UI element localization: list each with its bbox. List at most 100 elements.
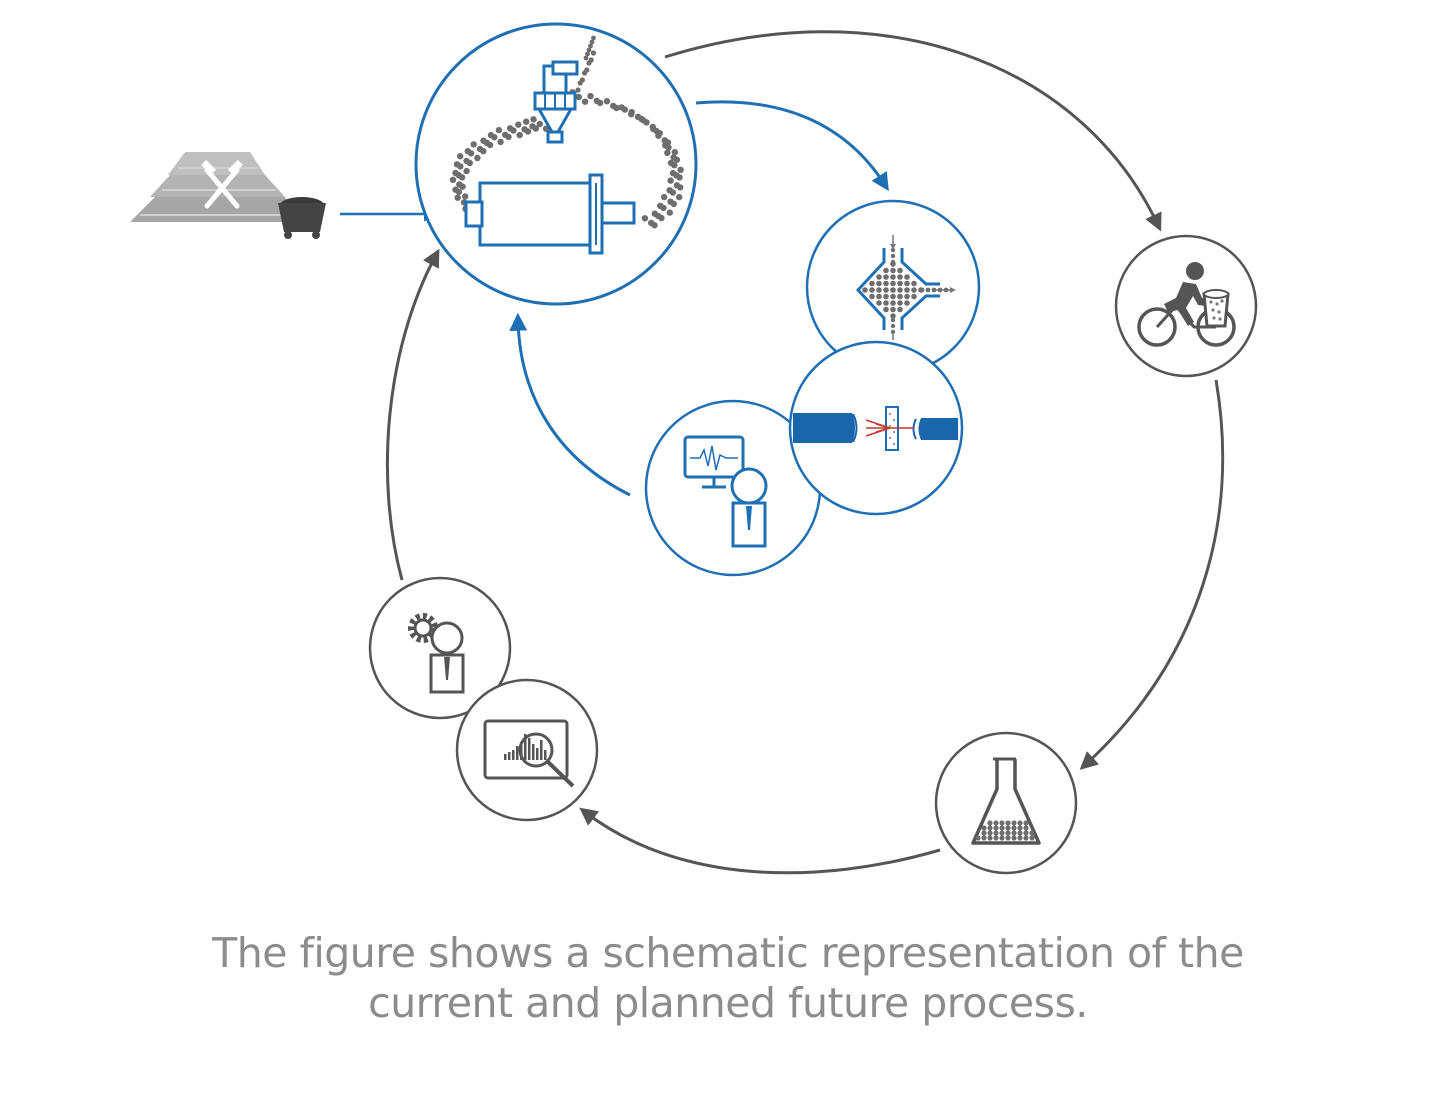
- particle-dot: [676, 174, 683, 181]
- particle-dot: [530, 116, 537, 123]
- particle-dot: [457, 153, 464, 160]
- particle-dot: [897, 306, 903, 313]
- particle-dot: [665, 144, 672, 151]
- particle-dot: [588, 43, 593, 49]
- particle-dot: [1023, 830, 1029, 836]
- particle-dot: [1017, 835, 1023, 841]
- particle-dot: [890, 317, 896, 323]
- particle-dot: [890, 267, 896, 274]
- particle-dot: [603, 98, 611, 105]
- particle-dot: [897, 267, 903, 274]
- engineer-gear-icon: [408, 613, 465, 694]
- particle-dot: [987, 820, 993, 826]
- particle-dot: [664, 149, 671, 157]
- caption-line-1: The figure shows a schematic representat…: [212, 929, 1244, 977]
- particle-dot: [575, 93, 582, 101]
- particle-dot: [999, 825, 1005, 831]
- particle-dot: [869, 293, 875, 300]
- particle-dot: [455, 188, 463, 196]
- particle-dot: [999, 820, 1005, 826]
- particle-dot: [575, 87, 581, 93]
- particle-dot: [673, 156, 681, 163]
- particle-dot: [987, 835, 993, 841]
- particle-dot: [670, 200, 677, 208]
- particle-dot: [925, 287, 931, 293]
- particle-dot: [890, 323, 896, 329]
- particle-dot: [897, 280, 903, 287]
- particle-dot: [890, 306, 896, 313]
- histogram-bar: [540, 740, 543, 760]
- histogram-bar: [524, 734, 527, 760]
- particle-dot: [975, 835, 981, 841]
- particle-dot: [660, 204, 667, 212]
- particle-dot: [491, 134, 498, 141]
- particle-dot: [505, 133, 512, 141]
- particle-dot: [890, 293, 896, 300]
- particle-dot: [981, 830, 987, 836]
- particle-dot: [1011, 825, 1017, 831]
- particle-dot: [457, 163, 464, 170]
- particle-separator-icon: [855, 235, 956, 340]
- particle-dot: [993, 820, 999, 826]
- particle-dot: [897, 293, 903, 300]
- arrow-transport-to-lab: [1079, 379, 1225, 770]
- particle-dot: [876, 300, 882, 306]
- particle-dot: [449, 176, 457, 183]
- laser-node: [788, 340, 964, 516]
- arrow-milling-to-transport: [664, 30, 1162, 232]
- particle-dot: [495, 126, 503, 134]
- particle-dot: [999, 830, 1005, 836]
- histogram-bar: [504, 754, 507, 760]
- particle-dot: [470, 141, 477, 148]
- particle-dot: [584, 67, 590, 73]
- particle-dot: [671, 162, 678, 169]
- particle-dot: [883, 274, 889, 280]
- cyclist-bucket-icon: [1137, 262, 1236, 347]
- particle-dot: [655, 132, 662, 139]
- laser-measurement-icon: [793, 406, 958, 451]
- particle-dot: [993, 830, 999, 836]
- sorting-node: [805, 199, 981, 375]
- particle-dot: [869, 287, 875, 293]
- mine-pile-icon: [130, 152, 326, 239]
- particle-dot: [911, 280, 917, 287]
- particle-dot: [897, 274, 903, 280]
- particle-dot: [883, 306, 889, 313]
- particle-dot: [883, 267, 889, 274]
- particle-dot: [621, 106, 629, 113]
- monitoring-node: [644, 399, 822, 577]
- particle-dot: [876, 274, 882, 280]
- analysis-node: [455, 678, 599, 822]
- particle-dot: [510, 127, 517, 134]
- histogram-bar: [508, 752, 511, 760]
- particle-dot: [497, 138, 504, 146]
- particle-dot: [987, 825, 993, 831]
- particle-dot: [459, 183, 466, 190]
- particle-dot: [677, 166, 684, 173]
- mine-cart-icon: [278, 197, 326, 239]
- particle-dot: [658, 214, 665, 222]
- particle-dot: [536, 120, 543, 128]
- particle-dot: [890, 253, 896, 259]
- particle-dot: [671, 149, 678, 156]
- particle-dot: [651, 222, 658, 229]
- particle-dot: [585, 51, 590, 57]
- particle-dot: [890, 287, 896, 293]
- particle-dot: [591, 35, 596, 41]
- particle-dot: [911, 287, 917, 293]
- histogram-bar: [528, 738, 531, 760]
- particle-dot: [480, 148, 487, 155]
- particle-dot: [993, 825, 999, 831]
- milling-node: [414, 22, 698, 306]
- particle-dot: [981, 835, 987, 841]
- particle-dot: [1017, 825, 1023, 831]
- particle-dot: [876, 287, 882, 293]
- particle-dot: [1017, 820, 1023, 826]
- particle-dot: [919, 287, 925, 293]
- particle-dot: [1017, 830, 1023, 836]
- particle-dot: [904, 287, 910, 293]
- particle-dot: [890, 280, 896, 287]
- operator-monitor-icon: [683, 435, 768, 548]
- particle-dot: [463, 167, 470, 175]
- particle-dot: [676, 193, 683, 201]
